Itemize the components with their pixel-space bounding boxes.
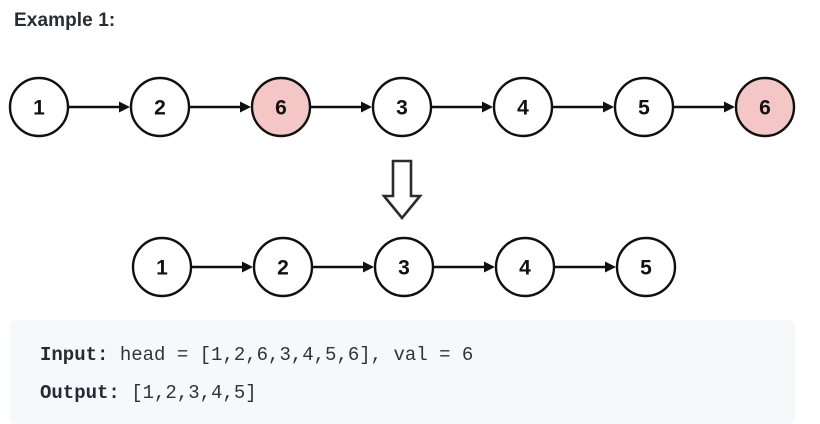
link-arrowhead xyxy=(363,261,374,273)
list-node-label: 4 xyxy=(517,97,529,120)
list-node xyxy=(371,76,433,138)
link-arrowhead xyxy=(482,101,493,113)
link-arrowhead xyxy=(242,261,253,273)
result-linked-list: 1 2 3 4 5 xyxy=(131,236,677,298)
list-node xyxy=(250,76,312,138)
link-arrowhead xyxy=(605,261,616,273)
list-node xyxy=(252,236,314,298)
list-node-label: 4 xyxy=(519,257,531,280)
example-io-block: Input: head = [1,2,6,3,4,5,6], val = 6 O… xyxy=(10,320,795,424)
link-arrowhead xyxy=(603,101,614,113)
list-node xyxy=(373,236,435,298)
list-node xyxy=(494,236,556,298)
output-value: [1,2,3,4,5] xyxy=(119,382,257,404)
list-node-label: 3 xyxy=(398,257,410,280)
list-node-label: 6 xyxy=(759,97,771,120)
list-node xyxy=(615,236,677,298)
list-node xyxy=(613,76,675,138)
input-line: Input: head = [1,2,6,3,4,5,6], val = 6 xyxy=(40,336,795,374)
original-linked-list: 1 2 6 3 4 5 6 xyxy=(8,76,796,138)
link-arrowhead xyxy=(119,101,130,113)
output-line: Output: [1,2,3,4,5] xyxy=(40,374,795,412)
list-node xyxy=(131,236,193,298)
list-node xyxy=(492,76,554,138)
list-node xyxy=(734,76,796,138)
list-node-label: 2 xyxy=(277,257,289,280)
list-node-label: 5 xyxy=(638,97,650,120)
list-node-label: 2 xyxy=(154,97,166,120)
list-node xyxy=(8,76,70,138)
link-arrowhead xyxy=(484,261,495,273)
list-node-label: 5 xyxy=(640,257,652,280)
list-node-label: 1 xyxy=(156,257,168,280)
link-arrowhead xyxy=(361,101,372,113)
link-arrowhead xyxy=(240,101,251,113)
input-value: head = [1,2,6,3,4,5,6], val = 6 xyxy=(108,344,474,366)
list-node-label: 1 xyxy=(33,97,45,120)
list-node-label: 6 xyxy=(275,97,287,120)
down-arrow-icon xyxy=(381,159,423,221)
output-label: Output: xyxy=(40,382,120,404)
link-arrowhead xyxy=(724,101,735,113)
page-title: Example 1: xyxy=(14,10,116,31)
input-label: Input: xyxy=(40,344,109,366)
linked-list-diagram: 1 2 6 3 4 5 6 1 2 3 4 5 xyxy=(8,76,796,298)
list-node-label: 3 xyxy=(396,97,408,120)
list-node xyxy=(129,76,191,138)
